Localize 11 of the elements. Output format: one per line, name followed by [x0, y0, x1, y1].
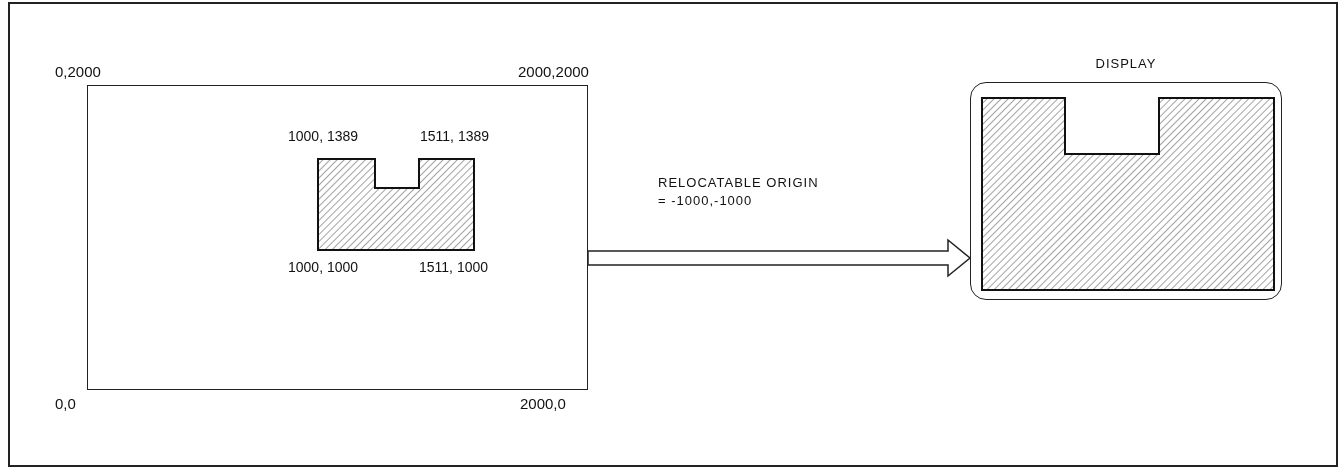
coordinate-label: 1511, 1000 — [419, 260, 489, 276]
coordinate-label: 2000,2000 — [518, 64, 589, 81]
coordinate-label: 2000,0 — [520, 396, 566, 413]
coordinate-label: 1000, 1389 — [288, 129, 359, 145]
coordinate-label: 1000, 1000 — [288, 260, 359, 276]
display-heading: DISPLAY — [1094, 57, 1158, 72]
coordinate-label: 0,0 — [55, 396, 76, 413]
coordinate-label: 1511, 1389 — [420, 129, 490, 145]
coordinate-label: 0,2000 — [55, 64, 101, 81]
hollow-arrow — [587, 238, 972, 278]
hatched-shape — [981, 97, 1275, 291]
